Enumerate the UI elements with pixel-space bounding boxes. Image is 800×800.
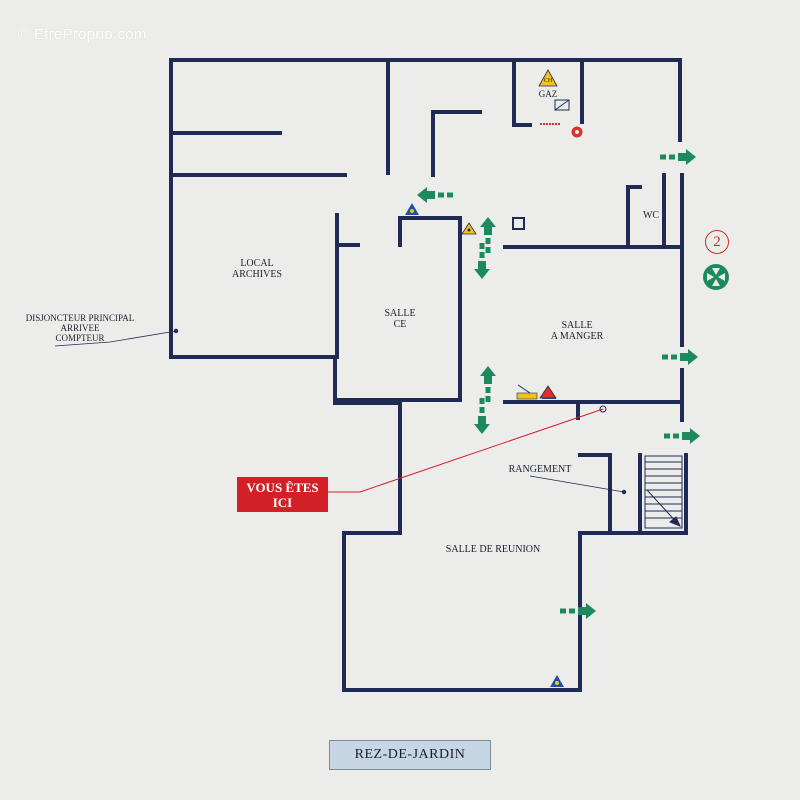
fire-extinguisher-icon bbox=[550, 675, 564, 687]
exit-arrow-icon bbox=[664, 428, 700, 444]
gas-valve-icon bbox=[554, 99, 570, 111]
annotation-disjoncteur: DISJONCTEUR PRINCIPAL ARRIVEE COMPTEUR bbox=[25, 313, 135, 343]
room-label-rangement: RANGEMENT bbox=[508, 464, 572, 475]
room-label-local-archives: LOCAL ARCHIVES bbox=[231, 258, 282, 280]
exit-arrow-updown-icon bbox=[474, 217, 496, 279]
stairs bbox=[644, 455, 683, 529]
room-label-gaz: GAZ bbox=[538, 89, 558, 99]
assembly-point-icon bbox=[703, 264, 729, 290]
exit-arrow-updown-icon bbox=[474, 366, 496, 434]
room-label-wc: WC bbox=[642, 210, 660, 221]
electrical-panel-icon bbox=[516, 384, 538, 400]
walls bbox=[169, 58, 688, 692]
you-are-here-pointer bbox=[328, 405, 607, 493]
gas-symbol-label: CH bbox=[543, 78, 553, 84]
room-label-salle-a-manger: SALLE A MANGER bbox=[550, 320, 604, 342]
room-label-salle-ce: SALLE CE bbox=[384, 308, 416, 330]
exit-arrow-icon bbox=[660, 149, 696, 165]
exit-arrow-icon bbox=[662, 349, 698, 365]
leader-lines bbox=[54, 328, 627, 495]
assembly-point-number: 2 bbox=[705, 230, 729, 254]
floor-title: REZ-DE-JARDIN bbox=[329, 740, 491, 770]
you-are-here-marker: VOUS ÊTES ICI bbox=[237, 477, 328, 512]
fire-warning-icon bbox=[539, 385, 557, 399]
exit-arrow-icon bbox=[417, 187, 453, 203]
warning-triangle-icon bbox=[461, 222, 477, 235]
watermark: © EtreProprio.com bbox=[18, 26, 147, 43]
pillar bbox=[512, 217, 525, 230]
gas-cutoff-icon bbox=[571, 126, 583, 138]
fire-extinguisher-icon bbox=[405, 203, 419, 215]
gas-warning-icon bbox=[538, 69, 558, 87]
room-label-salle-de-reunion: SALLE DE REUNION bbox=[445, 544, 541, 555]
